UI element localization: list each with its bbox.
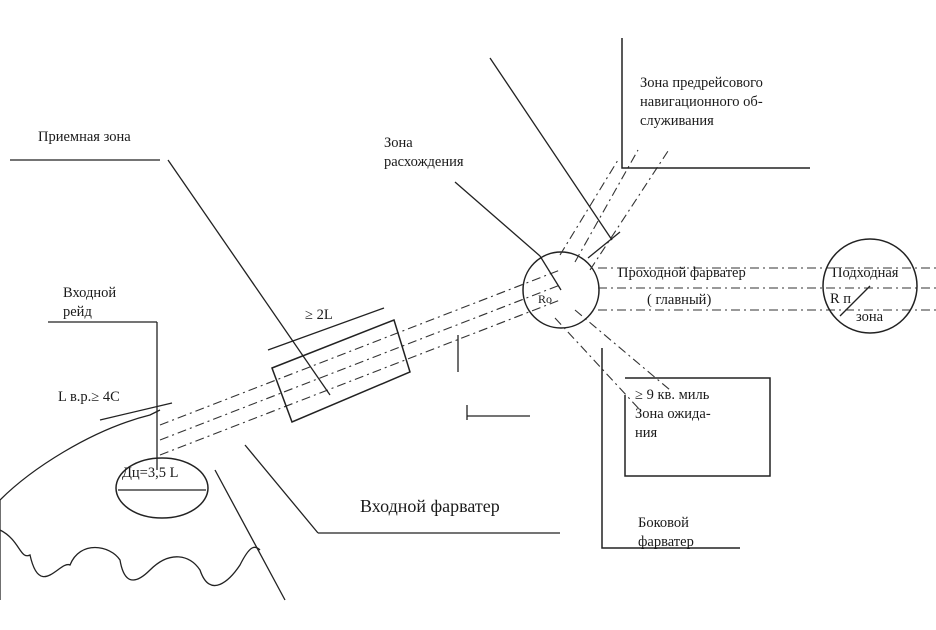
label-pre-voyage-zone: Зона предрейсового навигационного об- сл… xyxy=(640,75,763,129)
side-fairway-axis-left xyxy=(554,317,641,411)
approach-zone-circle xyxy=(822,238,918,334)
roadstead-length-line xyxy=(99,402,173,421)
entrance-fairway-leader xyxy=(244,444,319,534)
divergence-zone-radius xyxy=(539,255,562,291)
entrance-fairway-axis-lower xyxy=(159,299,561,456)
label-divergence-zone: Зона расхождения xyxy=(384,135,464,170)
divergence-zone-leader xyxy=(454,181,541,257)
label-approach-zone-top: Подходная xyxy=(832,265,899,281)
approach-zone-leader xyxy=(587,231,621,259)
waiting-zone-box xyxy=(624,377,771,477)
approach-zone-radius xyxy=(839,285,871,317)
side-fairway-bracket xyxy=(601,348,740,549)
side-fairway-axis-right xyxy=(574,309,671,391)
label-min-width: ≥ 2L xyxy=(305,307,333,323)
pre-voyage-box xyxy=(621,38,810,169)
shore-line-lower xyxy=(214,469,286,601)
coastline xyxy=(0,409,261,600)
label-roadstead-length: L в.р.≥ 4С xyxy=(58,389,120,405)
pre-voyage-leader xyxy=(489,57,613,241)
label-main: ( главный) xyxy=(647,292,712,308)
divergence-zone-circle xyxy=(522,251,600,329)
entrance-fairway-axis-upper xyxy=(159,269,561,426)
label-r-p: R п xyxy=(830,291,852,307)
label-waiting-zone: ≥ 9 кв. миль Зона ожида- ния xyxy=(635,387,711,441)
entrance-fairway-axis-middle xyxy=(159,284,561,441)
label-ro: Ro xyxy=(538,292,553,306)
receiving-zone-dimension xyxy=(267,307,385,351)
label-entrance-fairway: Входной фарватер xyxy=(360,496,500,516)
label-approach-zone-bottom: зона xyxy=(856,309,884,325)
label-circle-diameter: Дц=3,5 L xyxy=(122,465,179,481)
pre-voyage-branch-right xyxy=(589,147,671,271)
entrance-roadstead-oval xyxy=(115,457,209,519)
receiving-zone-rectangle xyxy=(271,319,411,423)
receiving-zone-leader xyxy=(167,159,331,396)
label-receiving-zone: Приемная зона xyxy=(38,129,131,145)
label-entrance-roadstead: Входной рейд xyxy=(63,285,117,320)
label-side-fairway: Боковой фарватер xyxy=(638,515,694,550)
label-through-fairway: Проходной фарватер xyxy=(618,265,746,281)
pre-voyage-branch-mid xyxy=(574,149,639,263)
